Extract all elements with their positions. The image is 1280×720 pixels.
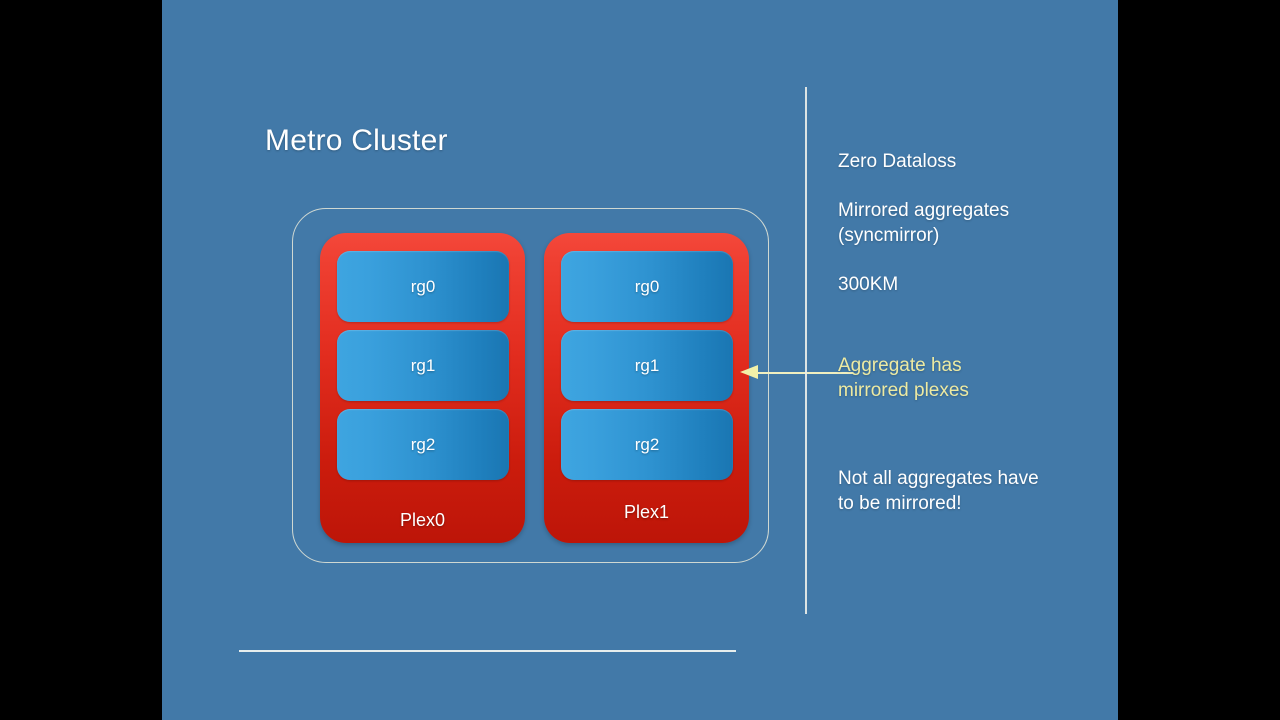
callout-arrow-icon (740, 365, 758, 379)
aggregate-outline (292, 208, 769, 563)
note-zero-dataloss: Zero Dataloss (838, 151, 957, 172)
slide-canvas: Metro Cluster rg0 rg1 rg2 Plex0 rg0 rg1 (162, 0, 1118, 720)
plex-0-raid-group-2-label: rg2 (410, 434, 436, 454)
page-title: Metro Cluster (265, 124, 448, 157)
plex-0-label: Plex0 (399, 510, 446, 530)
plex-1-raid-group-1-label: rg1 (634, 355, 660, 375)
plex-0-raid-group-2[interactable]: rg2 (337, 409, 509, 480)
plex-1-raid-group-2-label: rg2 (634, 434, 660, 454)
plex-1-raid-group-1[interactable]: rg1 (561, 330, 733, 401)
plex-0-raid-group-0-label: rg0 (410, 276, 436, 296)
plex-0-container[interactable]: rg0 rg1 rg2 Plex0 (320, 233, 525, 543)
plex-0-raid-group-1-label: rg1 (410, 355, 436, 375)
plex-1-raid-group-2[interactable]: rg2 (561, 409, 733, 480)
plex-1-label: Plex1 (623, 502, 670, 522)
vertical-divider-rule (805, 87, 807, 614)
bottom-divider-rule (239, 650, 736, 652)
plex-1-raid-group-0[interactable]: rg0 (561, 251, 733, 322)
note-distance: 300KM (838, 274, 899, 295)
note-mirrored-aggregates: Mirrored aggregates (syncmirror) (838, 200, 1010, 246)
plex-1-raid-group-0-label: rg0 (634, 276, 660, 296)
plex-0-raid-group-0[interactable]: rg0 (337, 251, 509, 322)
note-not-all-mirrored: Not all aggregates have to be mirrored! (838, 468, 1039, 514)
plex-0-raid-group-1[interactable]: rg1 (337, 330, 509, 401)
plex-1-container[interactable]: rg0 rg1 rg2 Plex1 (544, 233, 749, 543)
note-mirrored-plexes: Aggregate has mirrored plexes (838, 355, 969, 401)
